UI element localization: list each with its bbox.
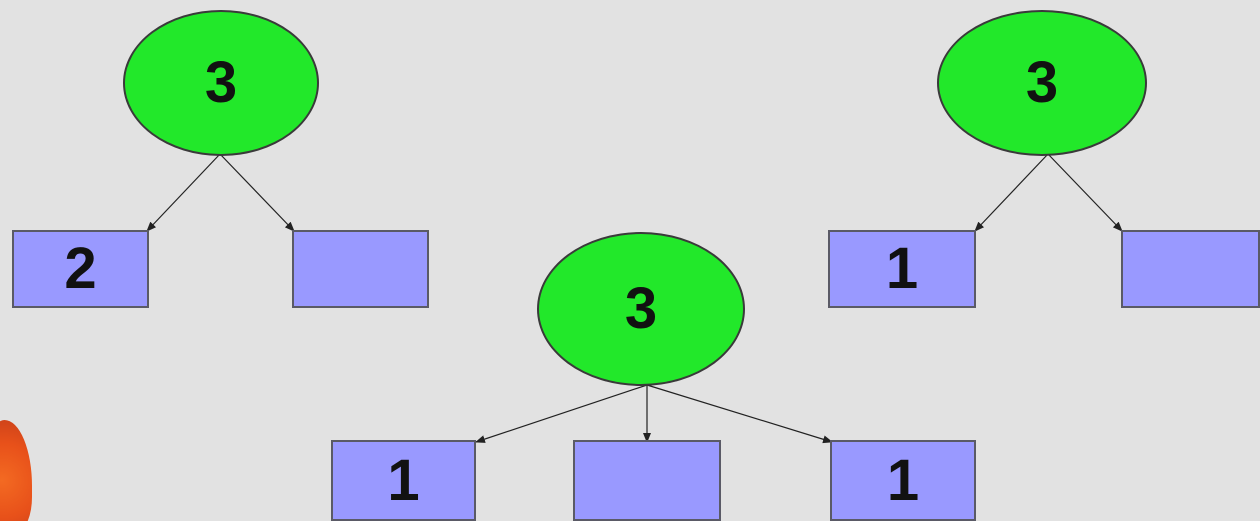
tree1-root-node: 3 <box>123 10 319 156</box>
edge-tree3-root-to-left <box>974 153 1049 232</box>
edge-tree3-root-to-right <box>1047 153 1123 232</box>
tree3-root-node: 3 <box>937 10 1147 156</box>
edge-tree1-root-to-left <box>146 153 221 232</box>
tree2-child-left-box: 1 <box>331 440 476 521</box>
edge-tree2-root-to-right <box>646 384 833 444</box>
tree1-child-right-box <box>292 230 429 308</box>
tree1-child-left-box: 2 <box>12 230 149 308</box>
tree3-child-right-box <box>1121 230 1260 308</box>
tree2-child-right-box: 1 <box>830 440 976 521</box>
edge-tree1-root-to-right <box>219 153 295 232</box>
tree2-child-middle-box <box>573 440 721 521</box>
tree3-child-left-box: 1 <box>828 230 976 308</box>
tree2-root-node: 3 <box>537 232 745 386</box>
edge-tree2-root-to-left <box>475 384 648 443</box>
